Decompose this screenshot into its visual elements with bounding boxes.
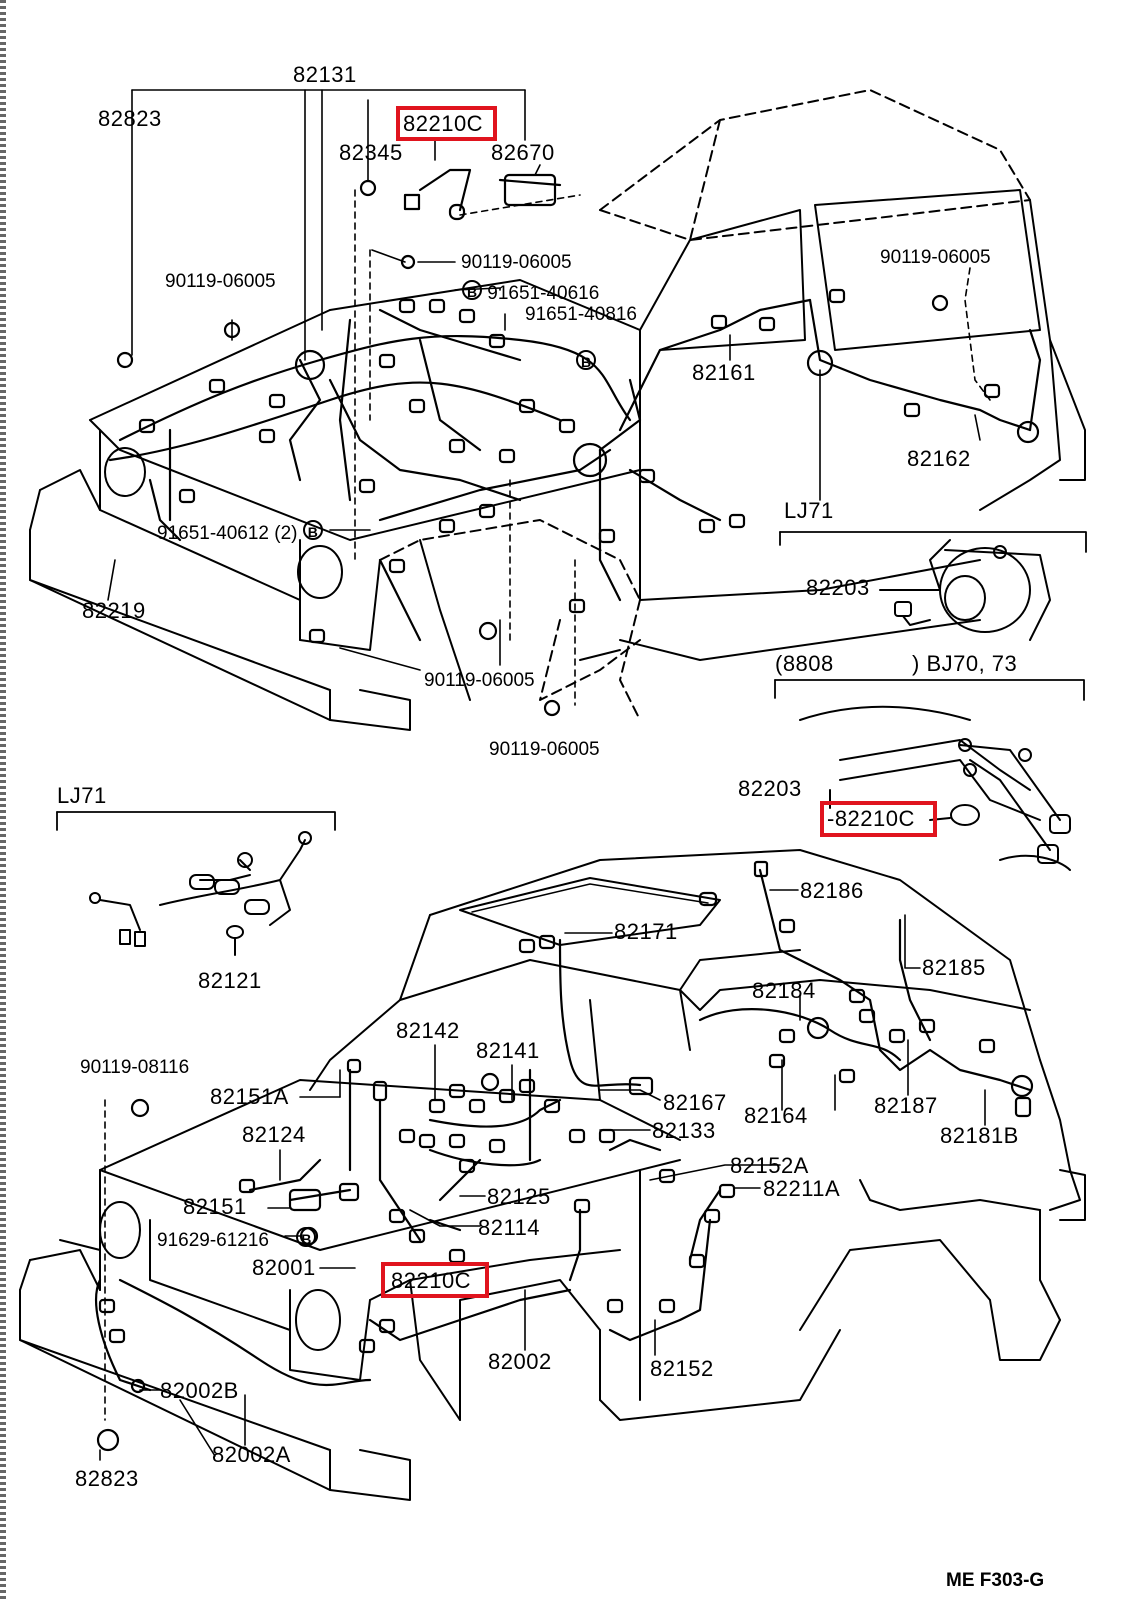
part-91651-40612-label: 91651-40612 (2) B (157, 520, 323, 543)
bottom-harness (94, 860, 1034, 1452)
part-90119-06005-label-b: 90119-06005 (165, 271, 276, 292)
part-82167-label: 82167 (663, 1090, 727, 1115)
part-82161-label: 82161 (692, 360, 756, 385)
part-82114-label: 82114 (478, 1215, 541, 1240)
clamp-b-symbol-3: B (302, 520, 323, 540)
part-91651-40616-text: 91651-40616 (487, 283, 600, 304)
part-82210c-label-bj: -82210C (827, 806, 915, 831)
part-82219-label: 82219 (82, 598, 146, 623)
part-82152a-label: 82152A (730, 1153, 809, 1178)
inset-bj-frame (774, 679, 1085, 701)
part-82124-label: 82124 (242, 1122, 306, 1147)
highlight-box-82210c-bj (820, 801, 937, 837)
part-82131-label: 82131 (293, 62, 357, 87)
part-82203-label-bj: 82203 (738, 776, 802, 801)
part-82002-label: 82002 (488, 1349, 552, 1374)
inset-bj-models: ) BJ70, 73 (912, 651, 1018, 676)
part-90119-06005-label-e: 90119-06005 (489, 739, 600, 760)
part-90119-08116-label: 90119-08116 (80, 1057, 190, 1078)
top-leaders (107, 89, 991, 706)
clamp-b-symbol-4: B (296, 1227, 317, 1247)
part-82181b-label: 82181B (940, 1123, 1019, 1148)
part-82345-label: 82345 (339, 140, 403, 165)
part-82125-label: 82125 (487, 1184, 551, 1209)
part-82002a-label: 82002A (212, 1442, 291, 1467)
part-90119-06005-label-d: 90119-06005 (424, 670, 535, 691)
part-82203-label-lj71: 82203 (806, 575, 870, 600)
part-82141-label: 82141 (476, 1038, 540, 1063)
bj-harness-sketch (799, 705, 1071, 871)
part-91629-61216-label: 91629-61216 B (157, 1227, 317, 1251)
inset-lj71-right-frame (779, 531, 1087, 553)
quantity-label: (2) (274, 523, 298, 544)
bottom-vehicle-body (19, 849, 1086, 1501)
inset-lj71-right-title: LJ71 (784, 498, 834, 523)
part-82001-label: 82001 (252, 1255, 316, 1280)
part-91629-61216-text: 91629-61216 (157, 1230, 269, 1251)
top-harness (108, 168, 1042, 717)
part-82142-label: 82142 (396, 1018, 460, 1043)
part-82185-label: 82185 (922, 955, 986, 980)
part-91651-40616-label: B 91651-40616 (462, 280, 599, 303)
clamp-b-symbol-2: B (576, 350, 596, 373)
part-82152-label: 82152 (650, 1356, 714, 1381)
part-90119-06005-label-c: 90119-06005 (880, 247, 991, 268)
part-82151a-label: 82151A (210, 1084, 289, 1109)
part-82002b-label: 82002B (160, 1378, 239, 1403)
part-82121-label: 82121 (198, 968, 262, 993)
top-vehicle-body (29, 89, 1086, 731)
part-82210c-label-top: 82210C (403, 111, 484, 136)
alternator-sketch (879, 539, 1051, 641)
inset-lj71-left-frame (56, 811, 336, 831)
inset-lj71-left-title: LJ71 (57, 783, 107, 808)
part-82184-label: 82184 (752, 978, 816, 1003)
bottom-leaders (99, 889, 986, 1461)
highlight-box-82210c-top (396, 106, 497, 141)
part-91651-40612-text: 91651-40612 (157, 523, 269, 544)
part-90119-06005-label-a: 90119-06005 (461, 252, 572, 273)
diagram-reference-code: ME F303-G (946, 1570, 1045, 1591)
part-82823-label-bottom: 82823 (75, 1466, 139, 1491)
scan-edge (0, 0, 6, 1600)
part-91651-40816-label: 91651-40816 (525, 304, 637, 325)
part-82186-label: 82186 (800, 878, 864, 903)
part-82164-label: 82164 (744, 1103, 808, 1128)
clamp-b-symbol: B (462, 280, 482, 300)
part-82211a-label: 82211A (763, 1176, 841, 1201)
part-82162-label: 82162 (907, 446, 971, 471)
part-82187-label: 82187 (874, 1093, 938, 1118)
part-82670-label: 82670 (491, 140, 555, 165)
part-82210c-label-bottom: 82210C (391, 1268, 472, 1293)
part-82823-label: 82823 (98, 106, 162, 131)
part-82133-label: 82133 (652, 1118, 716, 1143)
part-82151-label: 82151 (183, 1194, 247, 1219)
inset-bj-date: (8808 (775, 651, 834, 676)
part-82171-label: 82171 (614, 919, 678, 944)
highlight-box-82210c-bottom (381, 1262, 489, 1298)
lj71-left-harness-sketch (89, 831, 312, 956)
